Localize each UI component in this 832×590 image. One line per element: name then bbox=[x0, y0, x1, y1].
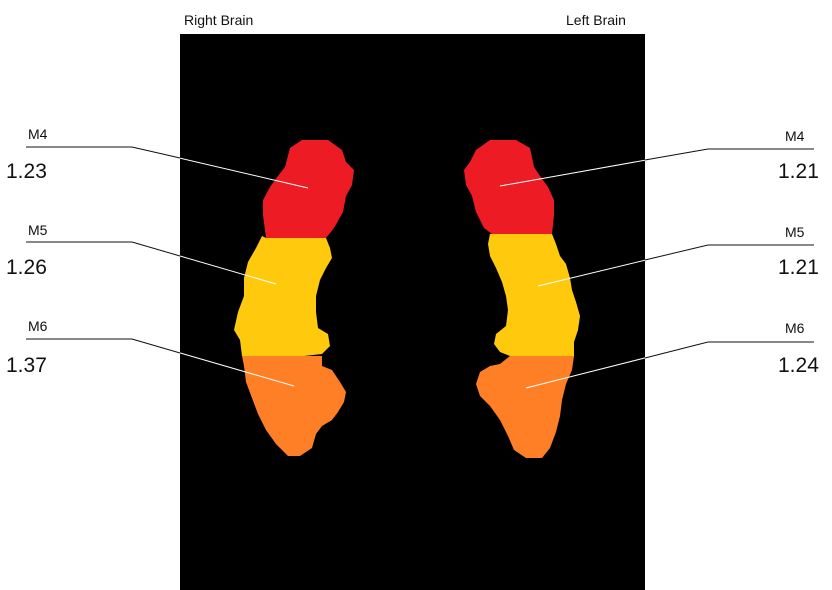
left-brain-header: Left Brain bbox=[566, 12, 626, 28]
brain-image bbox=[180, 34, 645, 590]
left-m6-leader-diag bbox=[645, 342, 708, 358]
right-m6-value: 1.37 bbox=[6, 354, 47, 378]
right-m5-leader-diag bbox=[132, 242, 180, 256]
right-m6-label: M6 bbox=[28, 318, 47, 334]
right-m5-value: 1.26 bbox=[6, 256, 47, 280]
left-m5-value: 1.21 bbox=[778, 256, 819, 280]
right-m4-value: 1.23 bbox=[6, 160, 47, 184]
right-brain-header: Right Brain bbox=[184, 12, 253, 28]
left-m5-label: M5 bbox=[785, 224, 804, 240]
left-m4-leader-diag bbox=[645, 149, 708, 160]
right-m5-label: M5 bbox=[28, 222, 47, 238]
left-m5-leader-diag bbox=[645, 245, 708, 260]
right-m4-leader-diag bbox=[132, 147, 180, 158]
left-m6-value: 1.24 bbox=[778, 354, 819, 378]
left-m6-label: M6 bbox=[785, 320, 804, 336]
left-m4-label: M4 bbox=[785, 128, 804, 144]
right-m6-leader-diag bbox=[132, 339, 180, 353]
left-m4-value: 1.21 bbox=[778, 160, 819, 184]
right-m4-label: M4 bbox=[28, 126, 47, 142]
